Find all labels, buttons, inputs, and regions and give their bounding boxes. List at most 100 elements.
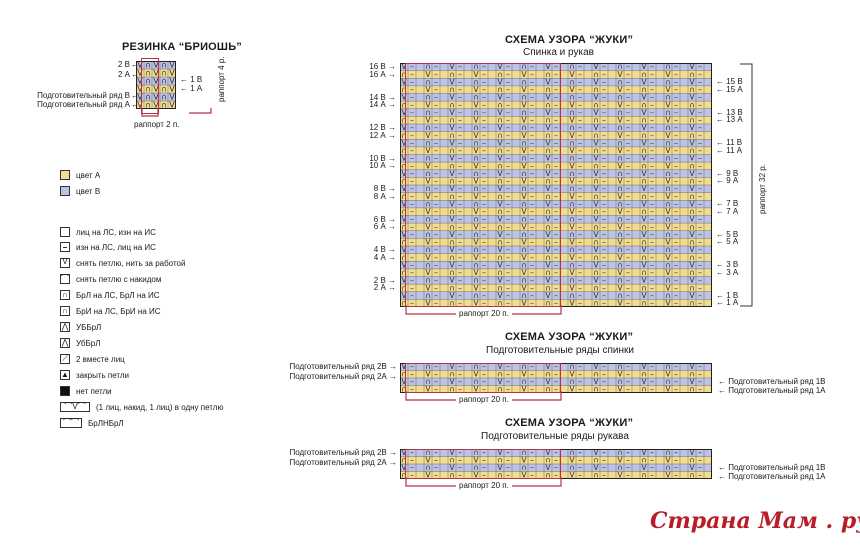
chart-row	[400, 370, 712, 378]
legend-item-nostitch: нет петли	[60, 384, 112, 398]
chart-cell-symbol: –	[410, 177, 414, 186]
chart-cell-symbol: ∩	[473, 93, 479, 102]
chart-cell-symbol: V	[641, 77, 647, 86]
chart-cell-symbol: –	[650, 177, 654, 186]
chart-cell-symbol: –	[506, 222, 510, 231]
chart-cell-symbol: –	[530, 146, 534, 155]
chart-cell-symbol: –	[650, 291, 654, 300]
chart-cell-symbol: –	[674, 456, 678, 465]
chart-cell-symbol: –	[458, 192, 462, 201]
chart-cell-symbol: –	[650, 63, 654, 71]
chart-cell-symbol: V	[401, 138, 407, 147]
chart-cell-symbol: V	[617, 70, 623, 79]
chart-cell-symbol: –	[698, 192, 702, 201]
chart-row	[400, 192, 712, 201]
chart-cell-symbol: V	[641, 463, 647, 472]
chart-cell-symbol: –	[674, 260, 678, 269]
chart-cell-symbol: –	[482, 199, 486, 208]
chart-cell-symbol: ∩	[425, 184, 431, 193]
chart-cell-symbol: V	[689, 276, 695, 285]
chart-cell-symbol: ∩	[425, 108, 431, 117]
main-right-row-label: ← 15 В	[716, 77, 743, 87]
chart-cell-symbol: V	[521, 70, 527, 79]
chart-cell-symbol: ∩	[593, 177, 599, 186]
chart-cell-symbol: ∩	[425, 230, 431, 239]
chart-cell-symbol: ∩	[473, 245, 479, 254]
chart-row	[136, 77, 176, 85]
chart-cell-symbol: –	[530, 131, 534, 140]
chart-cell-symbol: V	[497, 93, 503, 102]
chart-cell-symbol: ∩	[665, 93, 671, 102]
chart-cell-symbol: ∩	[689, 253, 695, 262]
chart-cell-symbol: ∩	[689, 100, 695, 109]
chart-cell-symbol: V	[449, 449, 455, 457]
chart-cell-symbol: –	[674, 70, 678, 79]
main-right-row-label: ← 9 А	[716, 176, 739, 186]
chart-cell-symbol: –	[578, 63, 582, 71]
chart-cell-symbol: V	[169, 77, 175, 86]
chart-cell-symbol: –	[434, 70, 438, 79]
chart-cell-symbol: V	[569, 370, 575, 379]
chart-cell-symbol: –	[482, 363, 486, 371]
chart-cell-symbol: ∩	[473, 215, 479, 224]
chart-cell-symbol: ∩	[545, 131, 551, 140]
chart-cell-symbol: ∩	[689, 192, 695, 201]
chart-cell-symbol: –	[698, 169, 702, 178]
chart-cell-symbol: V	[665, 283, 671, 292]
chart-cell-symbol: V	[401, 154, 407, 163]
legend-label: УББрЛ	[76, 322, 102, 332]
legend-item-brlnbrl: ⌒⌒ БрЛНБрЛ	[60, 416, 124, 430]
chart-cell-symbol: –	[602, 449, 606, 457]
chart-cell-symbol: V	[545, 449, 551, 457]
chart-cell-symbol: –	[410, 238, 414, 247]
chart-cell-symbol: ∩	[665, 463, 671, 472]
chart-cell-symbol: –	[530, 161, 534, 170]
chart-cell-symbol: –	[530, 215, 534, 224]
chart-cell-symbol: ∩	[665, 184, 671, 193]
chart-cell-symbol: –	[698, 100, 702, 109]
chart-cell-symbol: ∩	[449, 471, 455, 480]
chart-cell-symbol: V	[401, 93, 407, 102]
chart-cell-symbol: –	[602, 146, 606, 155]
chart-cell-symbol: –	[554, 123, 558, 132]
chart-cell-symbol: V	[521, 253, 527, 262]
chart-cell-symbol: V	[425, 238, 431, 247]
chart-cell-symbol: –	[650, 276, 654, 285]
chart-cell-symbol: –	[482, 377, 486, 386]
chart-cell-symbol: ∩	[145, 101, 151, 110]
chart-cell-symbol: –	[650, 161, 654, 170]
chart-cell-symbol: –	[602, 63, 606, 71]
chart-cell-symbol: V	[569, 253, 575, 262]
chart-cell-symbol: ∩	[425, 260, 431, 269]
chart-cell-symbol: V	[617, 283, 623, 292]
chart-cell-symbol: ∩	[569, 199, 575, 208]
chart-cell-symbol: ∩	[593, 253, 599, 262]
chart-cell-symbol: –	[458, 138, 462, 147]
chart-cell-symbol: ∩	[545, 268, 551, 277]
brioche-repeat-horizontal: раппорт 2 п.	[131, 120, 183, 129]
chart-cell-symbol: V	[689, 77, 695, 86]
chart-cell-symbol: –	[554, 85, 558, 94]
chart-cell-symbol: –	[650, 138, 654, 147]
chart-cell-symbol: –	[506, 63, 510, 71]
chart-cell-symbol: –	[410, 123, 414, 132]
chart-cell-symbol: ∩	[641, 161, 647, 170]
chart-cell-symbol: ∩	[665, 230, 671, 239]
legend-item-k2tog: ⟋ 2 вместе лиц	[60, 352, 125, 366]
chart-cell-symbol: ∩	[449, 131, 455, 140]
chart-cell-symbol: V	[569, 207, 575, 216]
chart-cell-symbol: –	[530, 108, 534, 117]
chart-cell-symbol: ∩	[473, 463, 479, 472]
chart-cell-symbol: –	[506, 100, 510, 109]
chart-cell-symbol: –	[530, 222, 534, 231]
chart-cell-symbol: ∩	[617, 108, 623, 117]
chart-row	[136, 69, 176, 77]
main-left-row-label: 8 В →	[373, 184, 396, 193]
chart-cell-symbol: V	[641, 138, 647, 147]
brioche-arrow-2a: ←	[131, 70, 139, 79]
chart-cell-symbol: –	[410, 199, 414, 208]
chart-cell-symbol: ∩	[401, 253, 407, 262]
chart-cell-symbol: –	[530, 276, 534, 285]
chart-row	[400, 124, 712, 132]
chart-cell-symbol: –	[530, 260, 534, 269]
